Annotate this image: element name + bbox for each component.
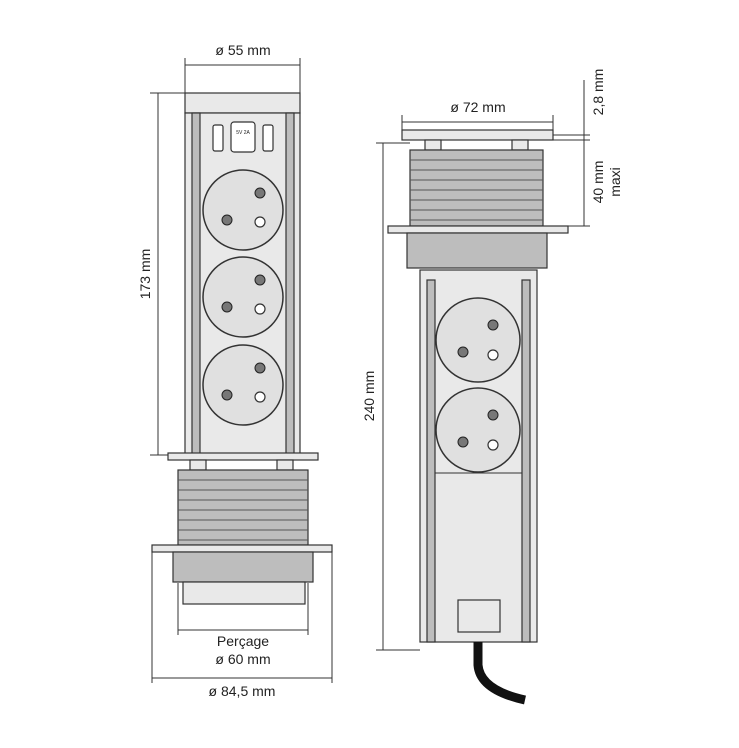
left-width-label: ø 55 mm bbox=[215, 42, 270, 58]
socket-outlet bbox=[435, 387, 521, 473]
socket-outlet bbox=[435, 297, 521, 383]
left-height-label: 173 mm bbox=[137, 249, 153, 300]
left-unit-extended bbox=[151, 92, 333, 605]
socket-outlet bbox=[202, 344, 284, 426]
right-unit-retracted bbox=[387, 129, 569, 705]
usb-label: 5V 2A bbox=[236, 130, 250, 136]
max-label: maxi bbox=[607, 167, 623, 197]
usb-ports bbox=[212, 121, 274, 153]
cap-thickness-label: 2,8 mm bbox=[590, 69, 606, 116]
flange-diameter-label: ø 84,5 mm bbox=[209, 683, 276, 699]
socket-outlet bbox=[202, 256, 284, 338]
right-height-label: 240 mm bbox=[361, 371, 377, 422]
drilling-label: Perçage bbox=[217, 633, 269, 649]
right-width-label: ø 72 mm bbox=[450, 99, 505, 115]
socket-outlet bbox=[202, 169, 284, 251]
drilling-diameter-label: ø 60 mm bbox=[215, 651, 270, 667]
max-thickness-label: 40 mm bbox=[590, 161, 606, 204]
power-cable bbox=[473, 642, 527, 705]
